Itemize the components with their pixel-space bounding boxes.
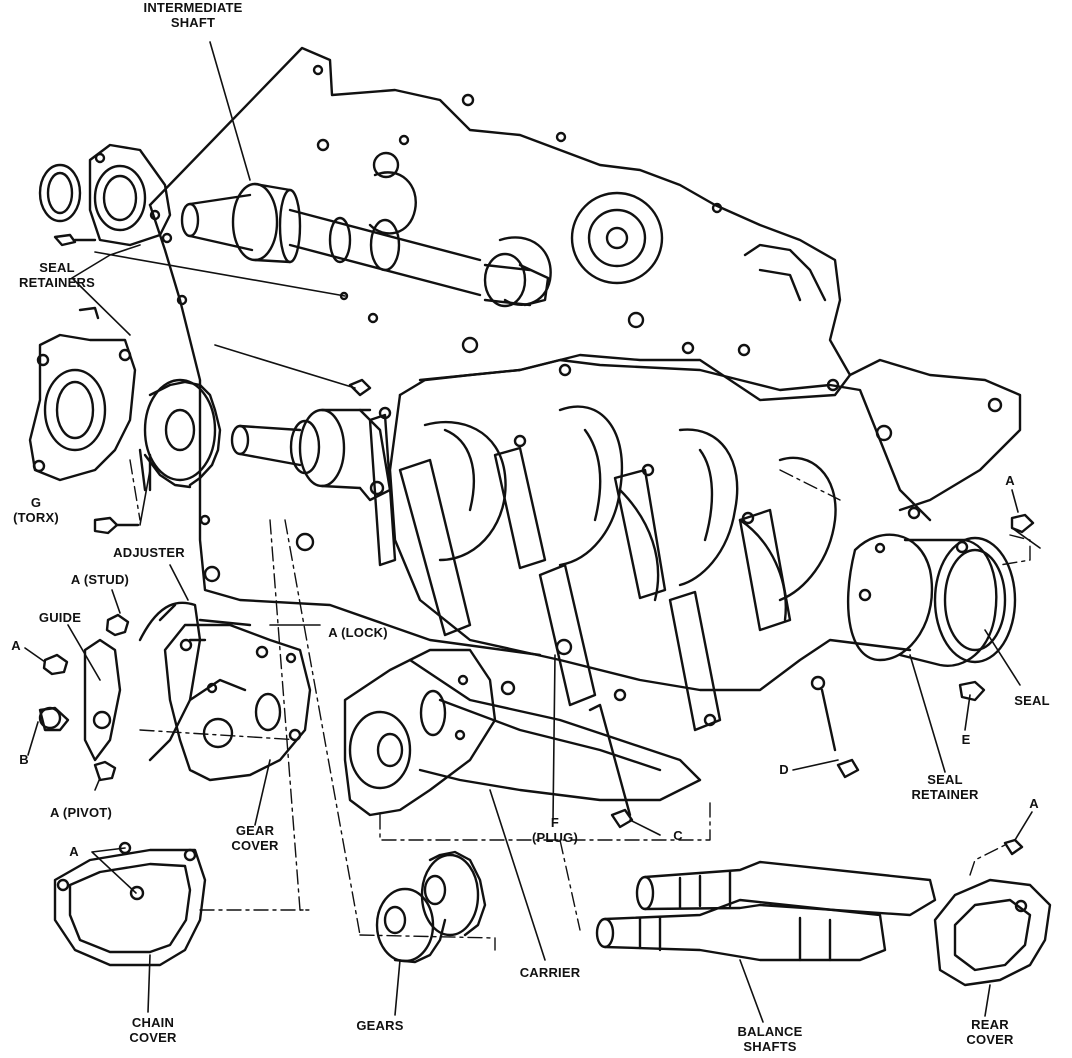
gears-part	[375, 850, 487, 964]
label-a-rear: A	[1029, 796, 1039, 811]
label-a-right: A	[1005, 473, 1015, 488]
label-seal-retainers: SEAL RETAINERS	[19, 260, 95, 290]
chain-cover-part	[53, 841, 207, 967]
label-a-pivot: A (PIVOT)	[50, 805, 112, 820]
label-g-torx: G (TORX)	[13, 495, 59, 525]
installation-lines	[129, 459, 1031, 951]
label-guide: GUIDE	[38, 610, 82, 625]
rear-cover-part	[933, 878, 1052, 987]
seal-retainers-assembly	[28, 143, 172, 482]
leader-lines	[24, 41, 1041, 1023]
label-adjuster: ADJUSTER	[113, 545, 185, 560]
gear-cover	[163, 623, 312, 782]
label-a-stud: A (STUD)	[70, 572, 130, 587]
label-gears: GEARS	[356, 1018, 404, 1033]
rear-seal	[933, 536, 1017, 664]
engine-block	[148, 46, 1022, 802]
label-gear-cover: GEAR COVER	[231, 823, 279, 853]
chain-guide-adjuster	[38, 516, 207, 782]
balance-shafts-installed	[398, 458, 722, 732]
label-rear-cover: REAR COVER	[966, 1017, 1014, 1047]
label-chain-cover: CHAIN COVER	[129, 1015, 177, 1045]
balance-shafts-part	[595, 860, 937, 962]
label-d: D	[779, 762, 789, 777]
label-a-left: A	[11, 638, 21, 653]
fasteners	[198, 378, 1035, 856]
label-e: E	[961, 732, 971, 747]
carrier	[343, 648, 497, 817]
label-b: B	[19, 752, 29, 767]
label-balance-shafts: BALANCE SHAFTS	[737, 1024, 803, 1054]
crankshaft-nose	[230, 408, 392, 502]
label-a-lock: A (LOCK)	[328, 625, 388, 640]
timing-chain-sprocket	[138, 378, 222, 492]
label-a-chain: A	[69, 844, 79, 859]
label-carrier: CARRIER	[519, 965, 581, 980]
label-intermediate-shaft: INTERMEDIATE SHAFT	[143, 0, 243, 30]
label-f-plug: F (PLUG)	[532, 815, 578, 845]
label-seal: SEAL	[1014, 693, 1050, 708]
label-c: C	[673, 828, 683, 843]
intermediate-shaft	[180, 182, 550, 308]
label-seal-retainer: SEAL RETAINER	[911, 772, 979, 802]
